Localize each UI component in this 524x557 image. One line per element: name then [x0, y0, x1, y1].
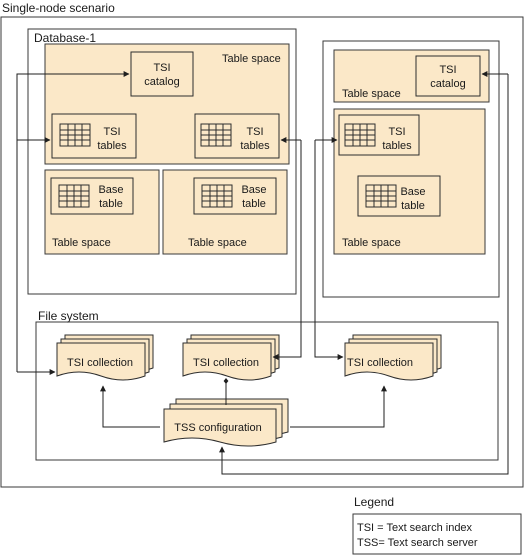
- legend-line-1: TSI = Text search index: [357, 522, 473, 534]
- tsi-tables-right-table-icon: [200, 123, 232, 147]
- tss-configuration-label: TSS configuration: [174, 422, 261, 434]
- file-system-title: File system: [38, 309, 99, 323]
- db2-tsi-catalog-box: [415, 55, 481, 97]
- tsi-collection-middle-label: TSI collection: [193, 357, 259, 369]
- tsi-collection-right-label: TSI collection: [347, 357, 413, 369]
- base-table-left-table-icon: [58, 184, 90, 208]
- db2-base-table-line1: Base: [400, 186, 425, 198]
- tsi-catalog-line1: TSI: [153, 62, 170, 74]
- connector-catalog: [16, 71, 130, 372]
- legend-title: Legend: [354, 495, 394, 509]
- db2-base-table-line2: table: [401, 200, 425, 212]
- base-tablespace-right-label: Table space: [188, 237, 247, 249]
- tsi-tables-left-table-icon: [59, 123, 91, 147]
- tsi-collection-right: TSI collection: [344, 334, 442, 381]
- legend-line-2: TSS= Text search server: [357, 537, 478, 549]
- tsi-catalog-box: [130, 51, 194, 97]
- tsi-tables-right-line2: tables: [240, 140, 270, 152]
- connector-tss-left: [100, 385, 160, 428]
- db2-tsi-catalog-line2: catalog: [430, 78, 465, 90]
- top-tablespace-label: Table space: [222, 53, 281, 65]
- base-tablespace-left-label: Table space: [52, 237, 111, 249]
- db2-tsi-tables-line1: TSI: [388, 126, 405, 138]
- database-1-title: Database-1: [34, 31, 96, 45]
- tsi-tables-left-line2: tables: [97, 140, 127, 152]
- db2-tsi-catalog-line1: TSI: [439, 64, 456, 76]
- tsi-collection-left-label: TSI collection: [67, 357, 133, 369]
- connector-tss-right: [290, 385, 387, 428]
- base-table-right-box: [193, 177, 277, 215]
- db2-tsi-tables-line2: tables: [382, 140, 412, 152]
- base-table-left-line1: Base: [98, 184, 123, 196]
- base-table-right-table-icon: [201, 184, 233, 208]
- connector-mid-collection: [272, 140, 302, 360]
- legend-box: [352, 513, 522, 555]
- db2-tsi-tables-table-icon: [344, 123, 376, 147]
- tsi-tables-right-line1: TSI: [246, 126, 263, 138]
- base-table-right-line1: Base: [241, 184, 266, 196]
- db2-top-tablespace-label: Table space: [342, 88, 401, 100]
- connector-right-collection: [314, 140, 344, 360]
- tss-configuration: TSS configuration: [163, 398, 289, 447]
- tsi-collection-left: TSI collection: [56, 334, 154, 381]
- tsi-collection-middle: TSI collection: [182, 334, 280, 381]
- base-table-left-line2: table: [99, 198, 123, 210]
- scenario-title: Single-node scenario: [2, 1, 115, 15]
- tsi-tables-left-line1: TSI: [103, 126, 120, 138]
- db2-base-table-table-icon: [365, 184, 397, 208]
- base-table-right-line2: table: [242, 198, 266, 210]
- tsi-catalog-line2: catalog: [144, 76, 179, 88]
- connector-tss-bottom: [219, 74, 509, 475]
- db2-bottom-tablespace-label: Table space: [342, 237, 401, 249]
